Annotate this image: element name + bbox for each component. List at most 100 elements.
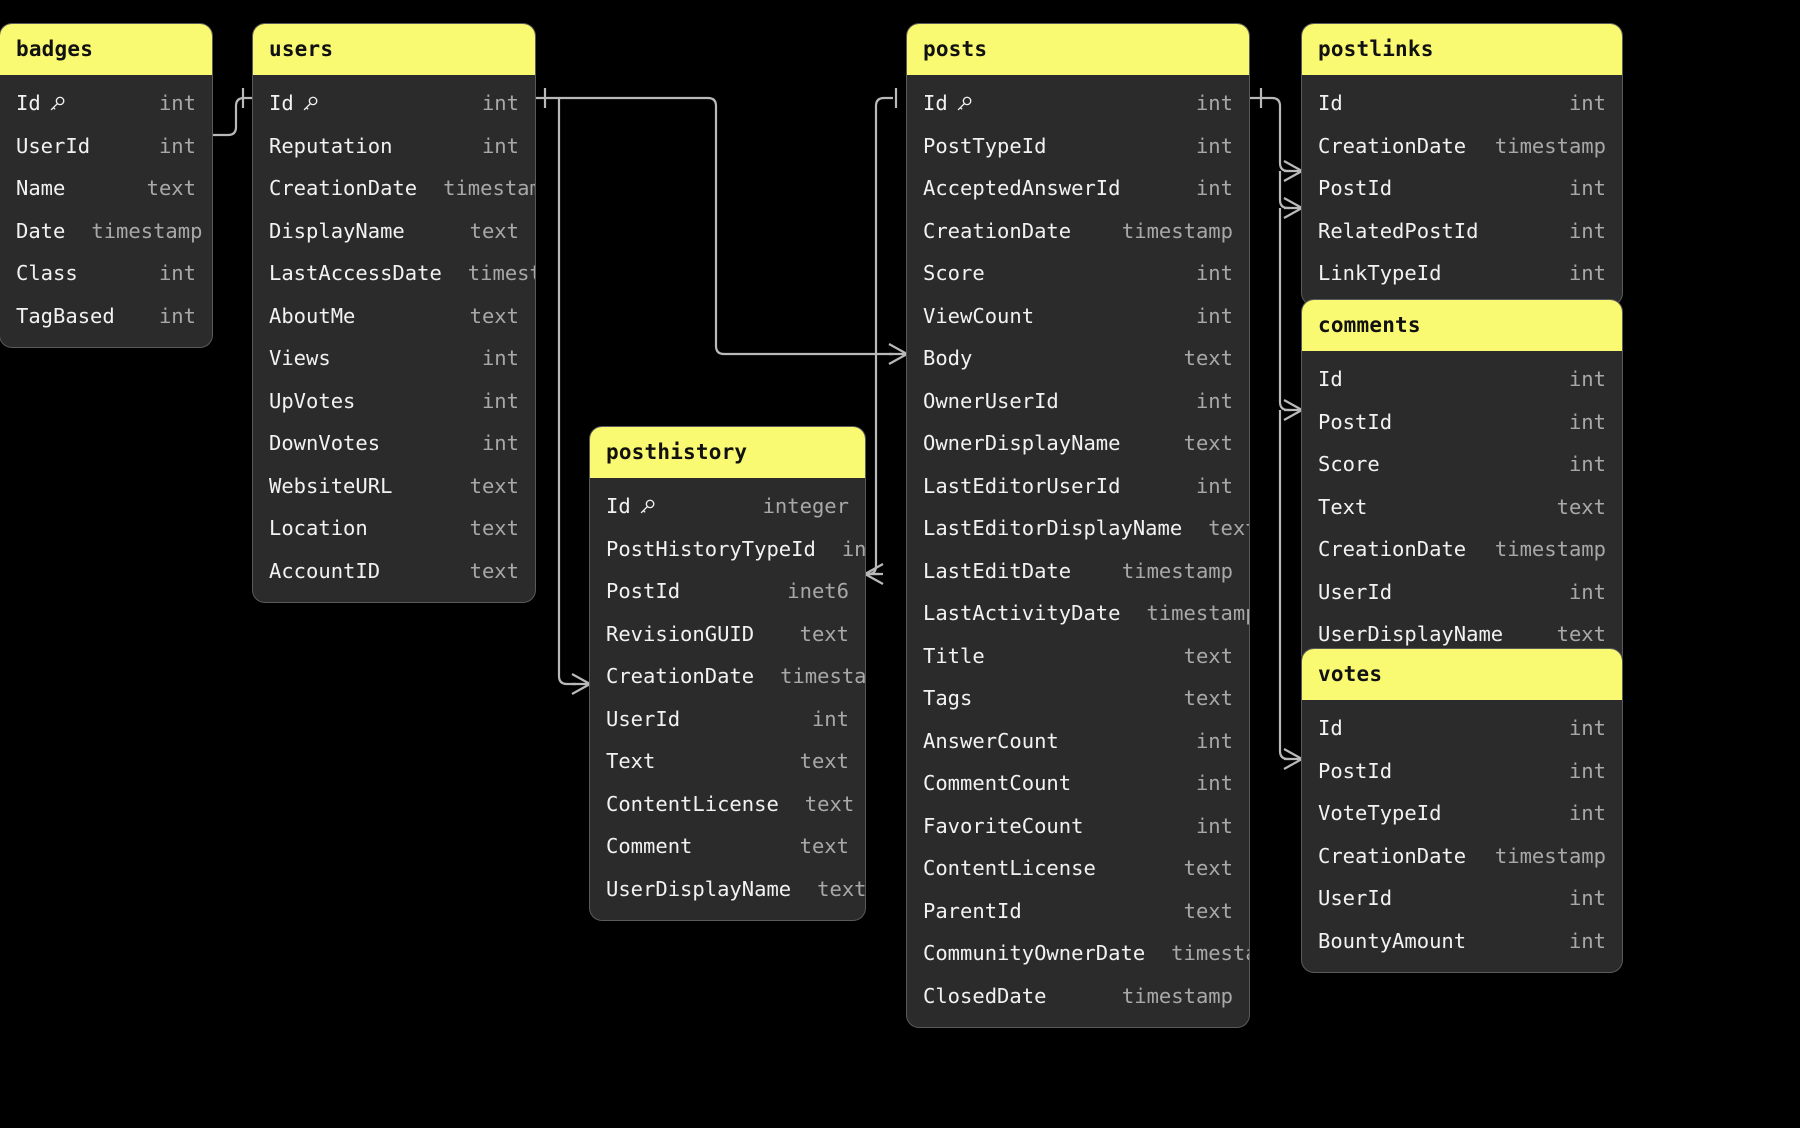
field-name-wrapper: ContentLicense bbox=[923, 856, 1096, 880]
field-type: text bbox=[1183, 346, 1233, 371]
field-name-wrapper: AcceptedAnswerId bbox=[923, 176, 1120, 200]
field-name-wrapper: LastEditDate bbox=[923, 559, 1071, 583]
field-name-wrapper: OwnerUserId bbox=[923, 389, 1059, 413]
field-type: int bbox=[1195, 771, 1233, 796]
field-row[interactable]: LastEditorDisplayNametext bbox=[907, 507, 1249, 550]
table-title-users[interactable]: users bbox=[253, 24, 535, 75]
field-type: int bbox=[1568, 261, 1606, 286]
field-row[interactable]: PostHistoryTypeIdint bbox=[590, 528, 865, 571]
table-title-postlinks[interactable]: postlinks bbox=[1302, 24, 1622, 75]
field-name: PostTypeId bbox=[923, 133, 1047, 158]
marker-many-comments-postid bbox=[1283, 399, 1303, 421]
field-type: text bbox=[799, 621, 849, 646]
table-title-votes[interactable]: votes bbox=[1302, 649, 1622, 700]
table-title-comments[interactable]: comments bbox=[1302, 300, 1622, 351]
field-name: AnswerCount bbox=[923, 728, 1059, 753]
table-title-posts[interactable]: posts bbox=[907, 24, 1249, 75]
table-fields-users: IdintReputationintCreationDatetimestampD… bbox=[253, 75, 535, 602]
table-card-posthistory[interactable]: posthistoryIdintegerPostHistoryTypeIdint… bbox=[590, 427, 865, 920]
field-name: PostId bbox=[606, 579, 681, 604]
field-name: PostId bbox=[1318, 176, 1393, 201]
marker-many-posthistory-userid bbox=[571, 673, 591, 695]
field-row[interactable]: LastAccessDatetimestamp bbox=[253, 252, 535, 295]
field-name-wrapper: Tags bbox=[923, 686, 972, 710]
field-name-wrapper: PostId bbox=[1318, 176, 1392, 200]
field-row[interactable]: CommunityOwnerDatetimestamp bbox=[907, 932, 1249, 975]
field-name-wrapper: UserDisplayName bbox=[1318, 622, 1503, 646]
table-title-posthistory[interactable]: posthistory bbox=[590, 427, 865, 478]
table-title-badges[interactable]: badges bbox=[0, 24, 212, 75]
